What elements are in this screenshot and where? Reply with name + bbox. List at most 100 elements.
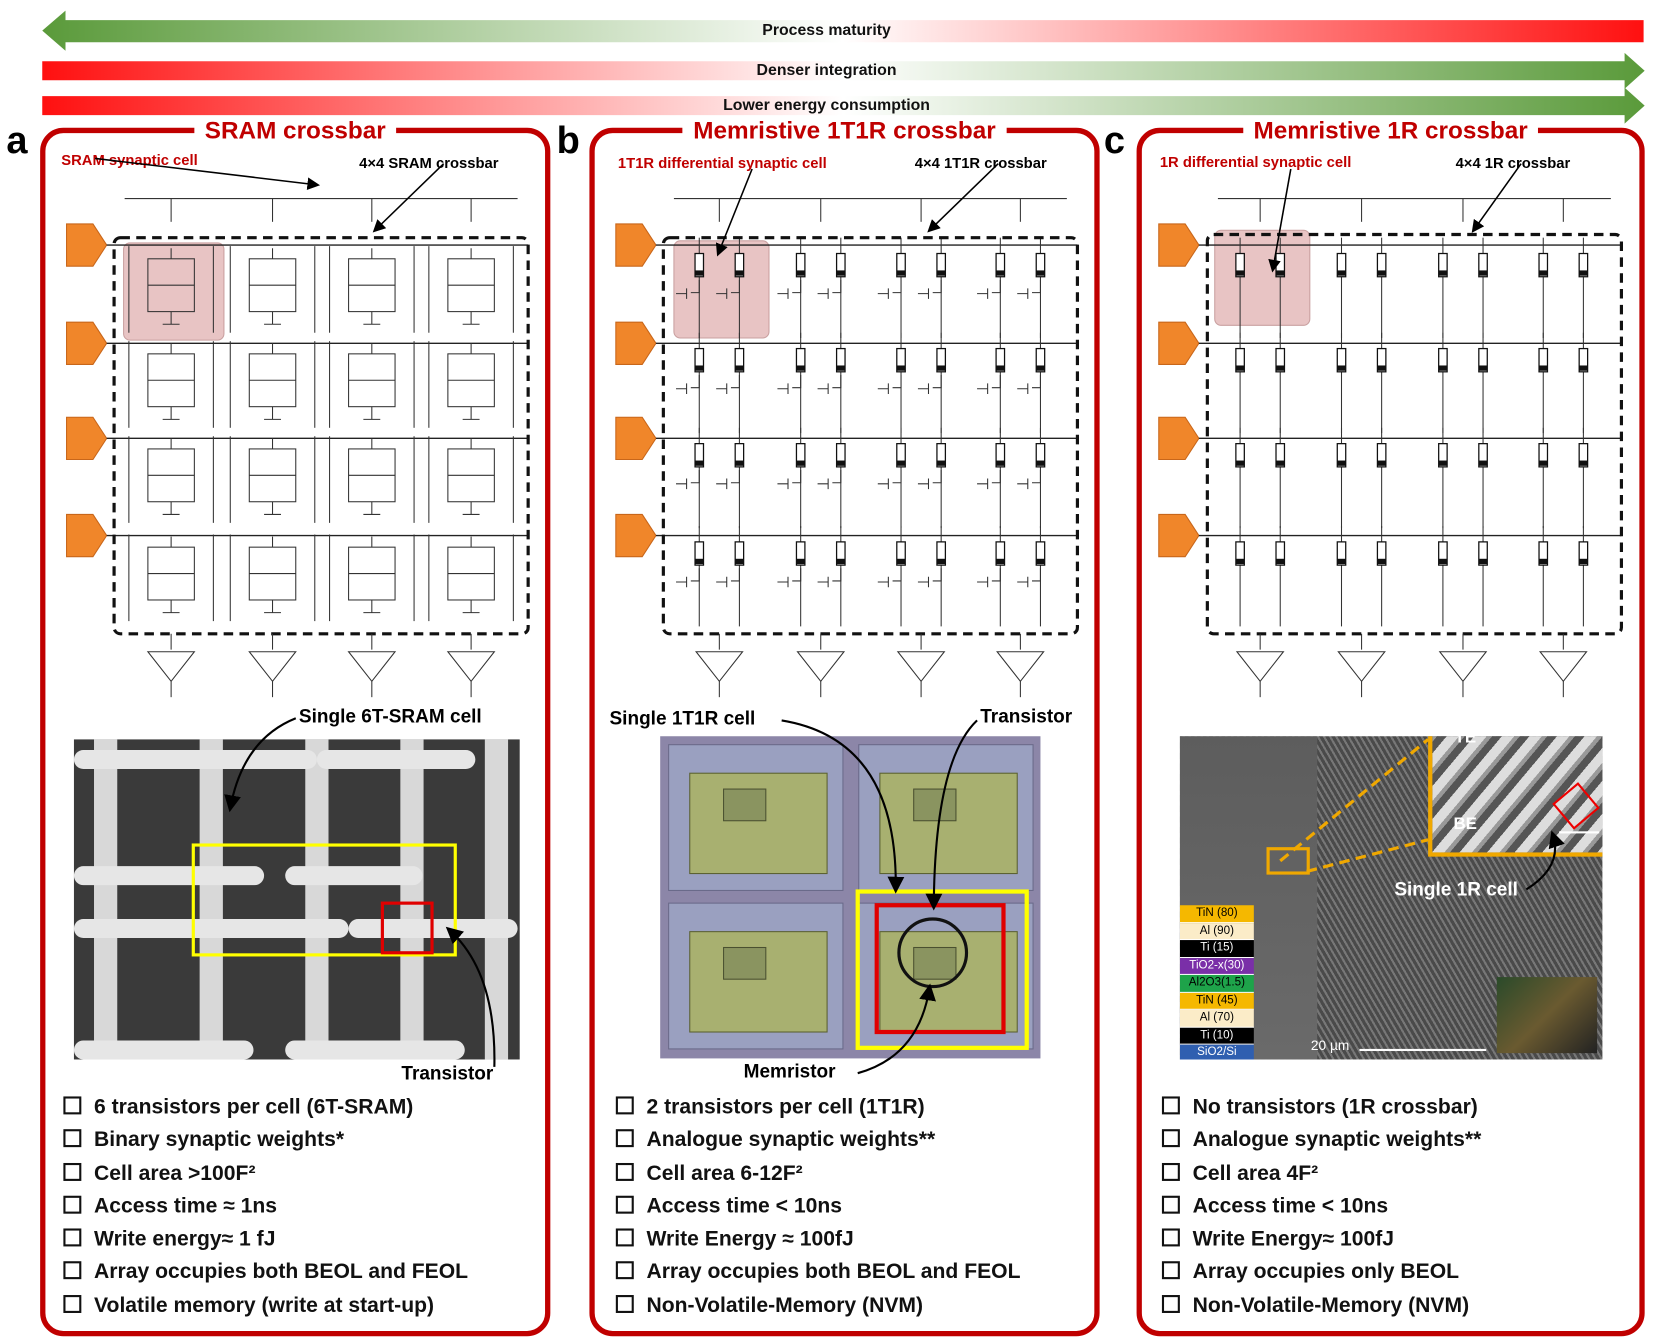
sram-cell-wiring xyxy=(147,248,195,325)
memristor-band xyxy=(796,558,805,565)
memristor-icon xyxy=(1578,541,1589,566)
memristor-label: Memristor xyxy=(743,1060,836,1082)
crossbar-boundary xyxy=(112,236,530,636)
property-text: Access time < 10ns xyxy=(1192,1194,1389,1218)
property-text: Write energy≈ 1 fJ xyxy=(94,1227,276,1251)
memristor-icon xyxy=(1538,347,1549,373)
memristor-icon xyxy=(896,347,906,373)
memristor-icon xyxy=(995,541,1006,566)
checkbox-icon xyxy=(63,1261,82,1280)
cell-pointer-arrow xyxy=(1268,168,1292,273)
transistor-icon xyxy=(817,374,842,394)
memristor-icon xyxy=(1235,443,1245,468)
property-item: Access time < 10ns xyxy=(1161,1190,1481,1223)
single-1t1r-cell-label: Single 1T1R cell xyxy=(609,707,756,729)
memristor-icon xyxy=(1376,443,1387,468)
array-label: 4×4 1T1R crossbar xyxy=(914,154,1047,172)
property-item: Analogue synaptic weights** xyxy=(615,1124,1021,1157)
input-driver-icon xyxy=(615,513,657,558)
memristor-icon xyxy=(1438,252,1448,278)
crossbar-boundary xyxy=(661,236,1080,636)
memristor-band xyxy=(936,365,946,371)
property-text: Access time < 10ns xyxy=(646,1194,843,1218)
memristor-icon xyxy=(1336,252,1347,278)
memristor-icon xyxy=(835,541,846,566)
memristor-icon xyxy=(1438,443,1448,468)
amplifier-icon xyxy=(996,651,1045,683)
zoom-guide-lines xyxy=(1279,738,1430,873)
1r-cell-arrow xyxy=(1525,830,1565,891)
panel-title: SRAM crossbar xyxy=(194,116,397,144)
input-driver-icon xyxy=(66,513,108,558)
property-item: Non-Volatile-Memory (NVM) xyxy=(615,1290,1021,1323)
memristor-icon xyxy=(1035,347,1046,373)
arrow-label-lower-energy: Lower energy consumption xyxy=(723,96,930,115)
memristor-band xyxy=(1235,365,1245,371)
sram-sem-image xyxy=(73,739,520,1060)
crossbar-1t1r xyxy=(615,163,1080,698)
memristor-band xyxy=(1276,270,1285,276)
memristor-band xyxy=(1539,365,1548,371)
memristor-icon xyxy=(835,252,846,278)
property-text: Write Energy≈ 100fJ xyxy=(1192,1227,1394,1251)
sram-cell-wiring xyxy=(348,343,396,420)
memristor-band xyxy=(836,270,846,276)
memristor-icon xyxy=(795,347,806,373)
memristor-icon xyxy=(1538,541,1549,566)
memristor-band xyxy=(1036,558,1045,565)
zoom-region-box xyxy=(1266,847,1310,875)
property-text: Cell area 6-12F² xyxy=(646,1161,803,1185)
sram-cell-wiring xyxy=(447,536,495,614)
1t1r-transistor-arrow xyxy=(925,719,978,911)
property-item: Volatile memory (write at start-up) xyxy=(63,1290,468,1323)
property-text: Access time ≈ 1ns xyxy=(94,1194,278,1218)
memristor-icon xyxy=(1035,252,1046,278)
memristor-icon xyxy=(1376,252,1387,278)
transistor-icon xyxy=(917,568,942,588)
input-driver-icon xyxy=(615,321,657,365)
denser-integration-arrow xyxy=(42,52,1645,89)
panel-letter-b: b xyxy=(556,118,580,162)
transistor-icon xyxy=(716,470,740,490)
checkbox-icon xyxy=(63,1129,82,1148)
layer-label: SiO2/Si xyxy=(1179,1044,1254,1060)
checkbox-icon xyxy=(1161,1228,1180,1247)
layer-label: Al2O3(1.5) xyxy=(1179,974,1254,993)
memristor-icon xyxy=(1275,443,1286,468)
amplifier-icon xyxy=(146,651,196,683)
micrograph-gate xyxy=(913,946,957,980)
panel-1r: Memristive 1R crossbar xyxy=(1136,116,1645,1337)
sram-cell-wiring xyxy=(447,438,495,515)
memristor-band xyxy=(1276,365,1285,371)
memristor-band xyxy=(1377,558,1386,565)
array-pointer-arrow xyxy=(1471,163,1522,233)
amplifier-icon xyxy=(1438,651,1488,683)
memristor-icon xyxy=(694,541,705,566)
memristor-band xyxy=(735,365,744,371)
sem-vertical-line xyxy=(305,739,329,1060)
transistor-icon xyxy=(1017,568,1041,588)
memristor-icon xyxy=(896,541,906,566)
array-label: 4×4 1R crossbar xyxy=(1455,154,1571,172)
checkbox-icon xyxy=(615,1129,634,1148)
memristor-icon xyxy=(995,443,1006,468)
checkbox-icon xyxy=(1161,1129,1180,1148)
sem-horizontal-line xyxy=(285,866,423,886)
memristor-icon xyxy=(1275,541,1286,566)
panel-1t1r: Memristive 1T1R crossbar xyxy=(589,116,1100,1337)
input-driver-icon xyxy=(1158,513,1200,558)
checkbox-icon xyxy=(1161,1195,1180,1214)
property-text: 2 transistors per cell (1T1R) xyxy=(646,1095,925,1119)
input-driver-icon xyxy=(615,416,657,461)
memristor-icon xyxy=(1235,541,1245,566)
transistor-icon xyxy=(777,279,802,299)
amplifier-icon xyxy=(1337,651,1386,683)
transistor-label: Transistor xyxy=(980,705,1073,727)
cell-label: 1R differential synaptic cell xyxy=(1159,153,1352,171)
memristor-band xyxy=(1478,460,1488,466)
input-driver-icon xyxy=(1158,416,1200,461)
memristor-band xyxy=(1438,460,1448,466)
checkbox-icon xyxy=(615,1261,634,1280)
sem-horizontal-line xyxy=(190,918,349,938)
memristor-icon xyxy=(936,252,947,278)
